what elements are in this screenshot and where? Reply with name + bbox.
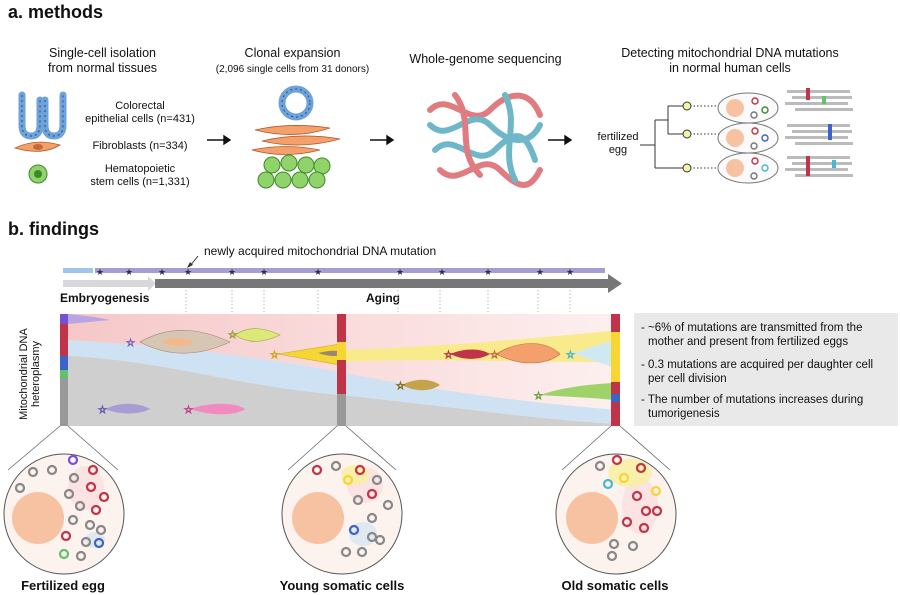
svg-text:★: ★ [396, 267, 404, 277]
svg-text:★: ★ [260, 267, 268, 277]
blob-orange [495, 343, 561, 364]
embryo-arrow [63, 280, 148, 287]
svg-text:★: ★ [566, 267, 574, 277]
blob-purple [105, 403, 150, 414]
dna-helix-icon [427, 92, 543, 188]
blob-magenta [190, 403, 245, 415]
svg-text:★: ★ [125, 267, 133, 277]
svg-text:★: ★ [484, 267, 492, 277]
mutation-annotation: newly acquired mitochondrial DNA mutatio… [204, 244, 437, 258]
heteroplasmy-bar-middle [337, 314, 346, 426]
fibroblast-icon [13, 141, 61, 152]
heteroplasmy-bar-right [611, 314, 620, 426]
svg-text:☆: ☆ [444, 350, 453, 361]
svg-text:★: ★ [228, 267, 236, 277]
organoid-icon [278, 85, 314, 121]
svg-text:☆: ☆ [126, 338, 135, 349]
step-sequencing-title: Whole-genome sequencing [409, 52, 562, 66]
findings-heading: b. findings [8, 219, 99, 239]
caption-old-somatic: Old somatic cells [561, 578, 669, 593]
methods-heading: a. methods [8, 2, 104, 22]
svg-text:☆: ☆ [228, 330, 237, 341]
svg-text:☆: ☆ [270, 350, 279, 361]
mito-dots [14, 454, 663, 562]
svg-text:☆: ☆ [490, 350, 499, 361]
svg-text:★: ★ [438, 267, 446, 277]
hsc-cluster-icon [257, 154, 331, 189]
svg-text:☆: ☆ [184, 405, 193, 416]
svg-text:☆: ☆ [396, 381, 405, 392]
step-expansion-title: Clonal expansion(2,096 single cells from… [215, 46, 370, 75]
hsc-icon [28, 164, 48, 184]
svg-text:☆: ☆ [98, 405, 107, 416]
blob-green [540, 383, 612, 400]
blob-lime [234, 328, 281, 342]
phase-embryogenesis: Embryogenesis [60, 291, 150, 305]
flow-arrows [207, 134, 573, 146]
timeline-bar [63, 268, 605, 273]
mutation-stars: ★ ★ ★ ★ ★ ★ ★ ★ ★ ★ ★ ★ [96, 267, 574, 277]
cell-type-fibroblast: Fibroblasts (n=334) [92, 140, 188, 152]
blob-olive [402, 379, 440, 391]
crypt-icon [18, 91, 67, 140]
svg-text:☆: ☆ [534, 391, 543, 402]
fibroblast-cluster-icon [251, 125, 341, 155]
svg-text:★: ★ [184, 267, 192, 277]
heteroplasmy-bar-left [60, 314, 68, 426]
svg-text:☆: ☆ [566, 350, 575, 361]
svg-text:★: ★ [96, 267, 104, 277]
lineage-tree [640, 105, 720, 169]
svg-text:★: ★ [158, 267, 166, 277]
aging-arrow [155, 279, 610, 288]
blob-red [450, 349, 490, 359]
note-tumorigenesis: - The number of mutations increases duri… [641, 394, 864, 420]
note-acquired: - 0.3 mutations are acquired per daughte… [641, 359, 874, 385]
blob-cyan [574, 340, 615, 368]
svg-text:★: ★ [536, 267, 544, 277]
svg-text:★: ★ [314, 267, 322, 277]
caption-fertilized-egg: Fertilized egg [21, 578, 105, 593]
phase-aging: Aging [366, 291, 400, 305]
note-transmitted: - ~6% of mutations are transmitted from … [641, 322, 863, 348]
findings-note-box [634, 313, 898, 426]
caption-young-somatic: Young somatic cells [279, 578, 405, 593]
